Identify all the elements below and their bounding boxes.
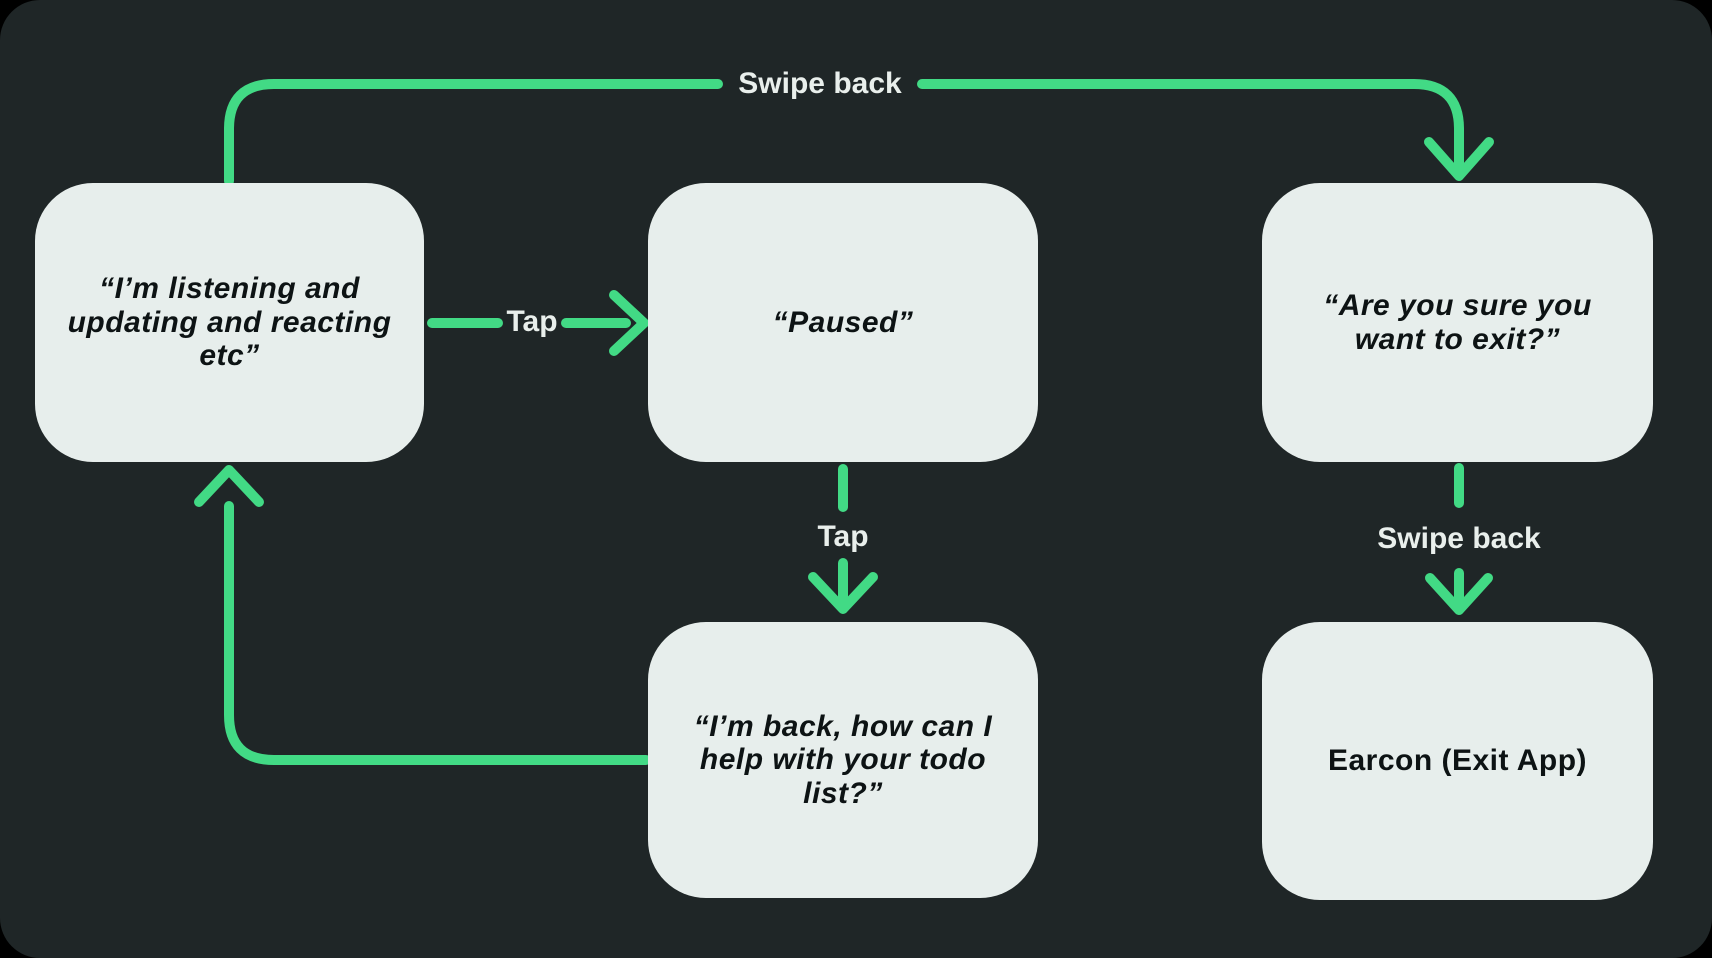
edge-label-swipe-back-top: Swipe back xyxy=(738,67,902,100)
edge-return-loop xyxy=(224,501,651,765)
node-confirm-exit-text: “Are you sure you want to exit?” xyxy=(1323,288,1592,356)
arrowhead-down-into-confirm-exit xyxy=(1424,137,1494,181)
node-earcon-text: Earcon (Exit App) xyxy=(1327,744,1588,778)
node-earcon: Earcon (Exit App) xyxy=(1262,622,1653,900)
edge-swipe-back-top-left-segment xyxy=(224,79,723,186)
arrowhead-up-into-listening xyxy=(194,465,264,507)
arrowhead-down-into-earcon xyxy=(1425,573,1493,615)
node-confirm-exit: “Are you sure you want to exit?” xyxy=(1262,183,1653,462)
arrowhead-down-into-back xyxy=(808,572,878,614)
node-listening: “I’m listening and updating and reacting… xyxy=(35,183,424,462)
edge-label-tap-right: Tap xyxy=(506,305,558,338)
node-listening-text: “I’m listening and updating and reacting… xyxy=(67,272,392,373)
edge-label-tap-down: Tap xyxy=(817,520,869,553)
arrowhead-right-into-paused xyxy=(609,290,649,356)
edge-label-swipe-back-down: Swipe back xyxy=(1377,522,1541,555)
edge-swipe-back-top-right-segment xyxy=(917,79,1464,169)
node-paused-text: “Paused” xyxy=(772,305,914,339)
node-back: “I’m back, how can I help with your todo… xyxy=(648,622,1038,898)
node-paused: “Paused” xyxy=(648,183,1038,462)
node-back-text: “I’m back, how can I help with your todo… xyxy=(693,709,993,810)
